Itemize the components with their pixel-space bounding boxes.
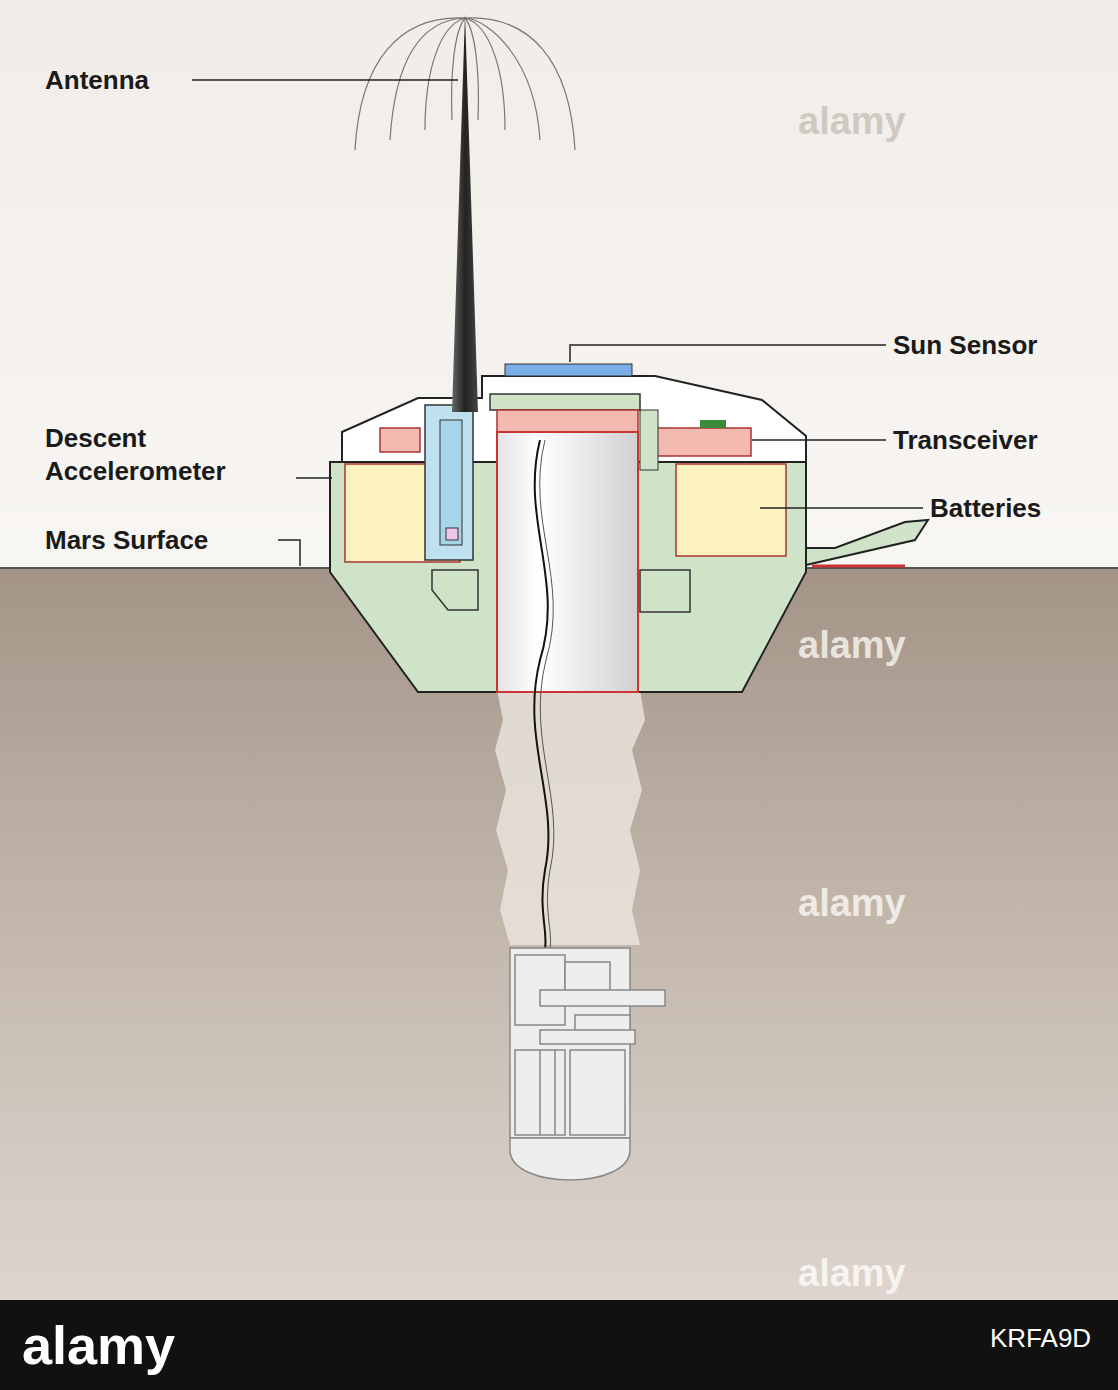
sun-sensor — [505, 364, 632, 376]
watermark: alamy — [798, 98, 906, 146]
transceiver-board — [655, 428, 751, 456]
part-label: Batteries — [930, 492, 1041, 525]
inner-frame — [640, 570, 690, 612]
antenna — [452, 14, 478, 412]
inner-frame — [432, 570, 478, 610]
leader-lines — [192, 80, 923, 566]
part-label: Mars Surface — [45, 524, 208, 557]
chip — [700, 420, 726, 428]
part-label: Transceiver — [893, 424, 1038, 457]
watermark: alamy — [798, 622, 906, 670]
antenna-shaft — [440, 420, 462, 545]
watermark: alamy — [798, 1250, 906, 1298]
tether-wire — [534, 440, 548, 950]
board — [380, 428, 420, 452]
accelerometer-sensor — [446, 528, 458, 540]
part-label: Sun Sensor — [893, 329, 1037, 362]
frame — [640, 410, 658, 470]
part-label: Descent Accelerometer — [45, 422, 305, 487]
tube-board — [497, 410, 638, 432]
stock-code: KRFA9D — [990, 1322, 1091, 1355]
tether-wire — [540, 440, 554, 950]
stock-bar — [0, 1300, 1118, 1390]
forebody — [510, 948, 665, 1180]
battery-block — [676, 464, 786, 556]
tube-cap — [490, 394, 640, 410]
stock-logo: alamy — [22, 1312, 175, 1380]
tether-tube — [497, 432, 638, 692]
penetration-hole — [495, 690, 645, 945]
part-label: Antenna — [45, 64, 149, 97]
antenna-mount — [425, 405, 473, 560]
watermark: alamy — [798, 880, 906, 928]
flap-edge — [812, 565, 905, 568]
flap — [806, 520, 928, 565]
